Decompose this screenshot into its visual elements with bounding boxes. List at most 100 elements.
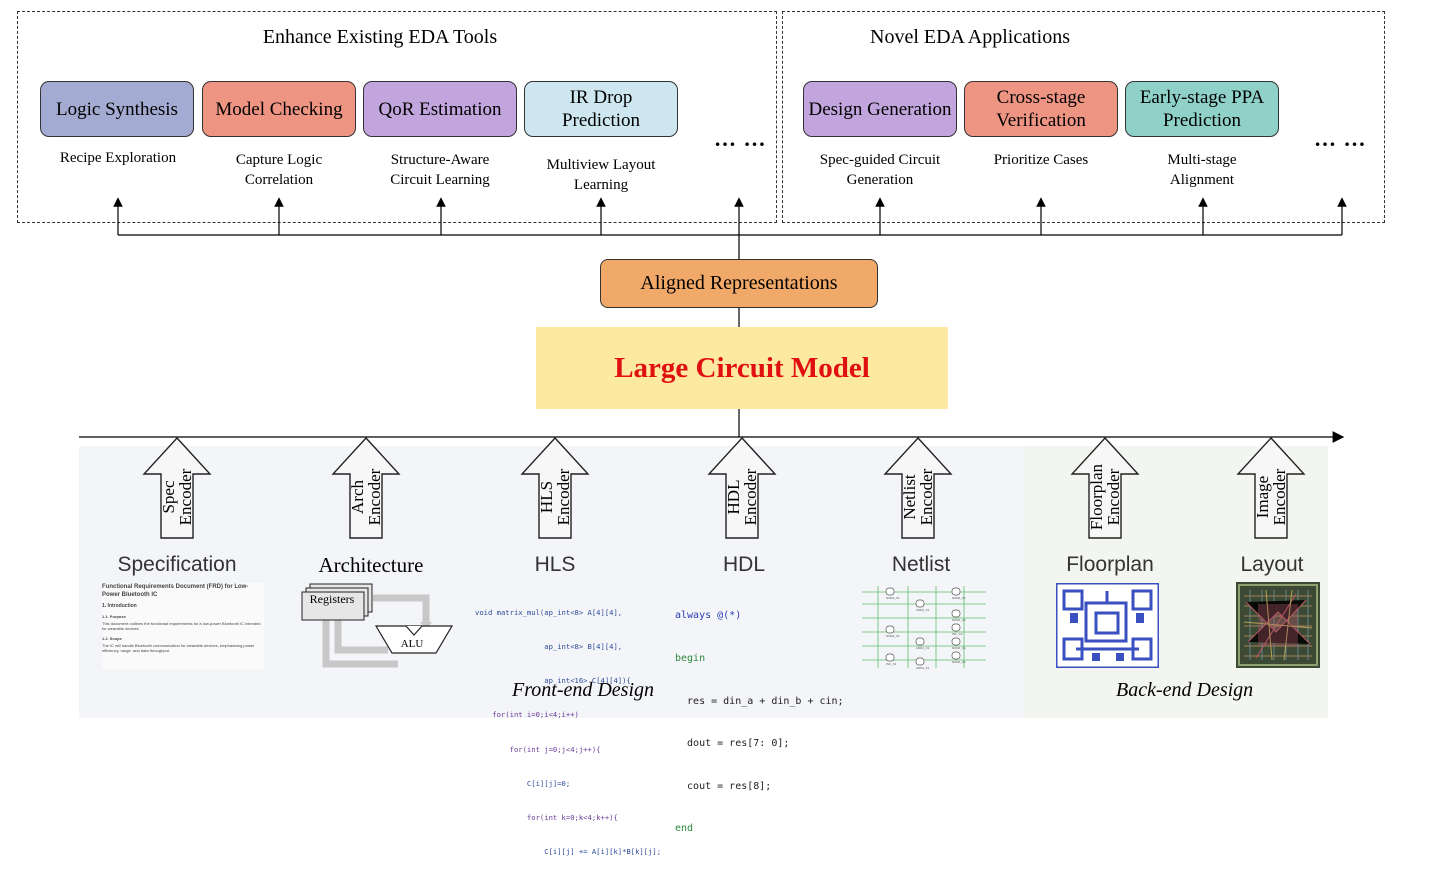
encoder-line: Encoder: [1270, 468, 1289, 526]
novel-applications-group: [782, 11, 1385, 223]
stage-label-architecture: Architecture: [318, 553, 424, 577]
desc-structure-aware: Structure-Aware Circuit Learning: [360, 150, 520, 190]
stage-label-floorplan: Floorplan: [1066, 553, 1154, 576]
spec-doc-subheading: 1.2. Scope: [102, 636, 122, 641]
enhance-ellipsis: … …: [714, 126, 767, 151]
code-line: ap_int<16> C[4][4]){: [475, 676, 631, 686]
encoder-label-image: Image Encoder: [1253, 457, 1289, 537]
spec-doc-heading: 1. Introduction: [102, 603, 137, 609]
desc-spec-guided: Spec-guided Circuit Generation: [800, 150, 960, 190]
timeline-axis: [79, 409, 1345, 443]
spec-document-thumbnail: Functional Requirements Document (FRD) f…: [102, 583, 264, 669]
netlist-cell-label: NOR2_X1: [952, 596, 966, 600]
aligned-representations: Aligned Representations: [600, 259, 878, 308]
netlist-cell-label: INV_X1: [886, 662, 897, 666]
netlist-cell-label: AND2_X1: [916, 646, 930, 650]
encoder-line: Encoder: [365, 468, 384, 526]
app-line: IR Drop: [569, 87, 633, 108]
encoder-arrow-image: [1236, 436, 1306, 539]
app-line: Cross-stage: [996, 87, 1086, 108]
netlist-cell-label: NOR2_X1: [952, 646, 966, 650]
layout-image: [1236, 582, 1320, 668]
hls-code-block: void matrix_mul(ap_int<8> A[4][4], ap_in…: [475, 584, 661, 869]
encoder-line: HLS: [537, 480, 556, 514]
code-line: C[i][j]=0;: [475, 778, 571, 788]
encoder-line: Encoder: [917, 468, 936, 526]
desc-line: Structure-Aware: [390, 152, 490, 168]
app-model-checking: Model Checking: [202, 81, 356, 137]
stage-label-hls: HLS: [534, 553, 576, 576]
desc-line: Alignment: [1169, 172, 1235, 188]
desc-line: Correlation: [244, 172, 314, 188]
spec-doc-paragraph: This document outlines the functional re…: [102, 621, 261, 631]
app-ir-drop-prediction: IR Drop Prediction: [524, 81, 678, 137]
novel-ellipsis: … …: [1314, 126, 1367, 151]
encoder-arrows: [142, 436, 1306, 539]
front-end-design-label: Front-end Design: [512, 679, 655, 701]
encoder-line: Netlist: [900, 474, 919, 520]
desc-multiview-layout: Multiview Layout Learning: [521, 155, 681, 195]
desc-line: Circuit Learning: [390, 172, 490, 188]
floorplan-image: [1056, 583, 1159, 668]
spec-doc-paragraph: The IC will handle Bluetooth communicati…: [102, 643, 255, 653]
encoder-line: Image: [1253, 475, 1272, 519]
encoder-arrow-arch: [331, 436, 401, 539]
code-line: end: [675, 823, 694, 835]
encoder-label-spec: Spec Encoder: [159, 457, 195, 537]
encoder-line: Arch: [348, 480, 367, 514]
code-line: for(int k=0;k<4;k++){: [475, 813, 618, 823]
encoder-label-arch: Arch Encoder: [348, 457, 384, 537]
encoder-arrow-floorplan: [1070, 436, 1140, 539]
encoder-arrow-hdl: [707, 436, 777, 539]
netlist-cell-label: NOR2_X1: [952, 660, 966, 664]
architecture-diagram: [301, 583, 454, 668]
large-circuit-model: Large Circuit Model: [536, 327, 948, 409]
app-line: Early-stage PPA: [1139, 87, 1265, 108]
enhance-section-title: Enhance Existing EDA Tools: [262, 26, 498, 48]
code-line: begin: [675, 653, 706, 665]
encoder-label-hls: HLS Encoder: [537, 457, 573, 537]
code-line: for(int j=0;j<4;j++){: [475, 744, 601, 754]
app-qor-estimation: QoR Estimation: [363, 81, 517, 137]
stage-label-layout: Layout: [1240, 553, 1304, 576]
netlist-cell-label: NOR2_X1: [886, 596, 900, 600]
netlist-cell-label: INV_X1: [952, 632, 963, 636]
encoder-label-hdl: HDL Encoder: [724, 457, 760, 537]
encoder-line: Spec: [159, 480, 178, 514]
app-early-stage-ppa: Early-stage PPA Prediction: [1125, 81, 1279, 137]
encoder-line: Floorplan: [1087, 463, 1106, 531]
encoder-line: Encoder: [1104, 468, 1123, 526]
arch-registers-label: Registers: [309, 592, 355, 606]
stage-label-specification: Specification: [117, 553, 237, 576]
desc-line: Prioritize Cases: [993, 152, 1089, 168]
netlist-cell-label: AND2_X1: [916, 666, 930, 670]
desc-line: Multi-stage: [1167, 152, 1237, 168]
code-line: cout = res[8];: [675, 780, 772, 792]
desc-line: Spec-guided Circuit: [819, 152, 941, 168]
desc-line: Learning: [573, 177, 629, 193]
netlist-cell-label: NOR2_X1: [886, 634, 900, 638]
encoder-label-floorplan: Floorplan Encoder: [1087, 457, 1123, 537]
code-line: C[i][j] += A[i][k]*B[k][j];: [475, 847, 662, 857]
code-line: dout = res[7: 0];: [675, 738, 790, 750]
netlist-cell-label: AND2_X1: [916, 608, 930, 612]
code-line: for(int i=0;i<4;i++): [475, 710, 579, 720]
top-connectors: [113, 197, 1347, 327]
encoder-arrow-spec: [142, 436, 212, 539]
spec-doc-title: Functional Requirements Document (FRD) f…: [102, 584, 249, 598]
encoder-arrow-hls: [520, 436, 590, 539]
app-cross-stage-verification: Cross-stage Verification: [964, 81, 1118, 137]
code-line: ap_int<8> B[4][4],: [475, 642, 623, 652]
back-end-design-label: Back-end Design: [1116, 679, 1254, 701]
novel-section-title: Novel EDA Applications: [870, 26, 1070, 48]
app-logic-synthesis: Logic Synthesis: [40, 81, 194, 137]
app-line: Verification: [996, 110, 1086, 131]
encoder-line: HDL: [724, 479, 743, 515]
desc-line: Recipe Exploration: [59, 150, 177, 166]
desc-line: Generation: [846, 172, 914, 188]
stage-label-netlist: Netlist: [891, 553, 951, 576]
netlist-schematic: NOR2_X1 NOR2_X1 AND2_X1 NOR2_X1 NOR2_X1 …: [862, 586, 986, 670]
encoder-arrow-netlist: [883, 436, 953, 539]
app-design-generation: Design Generation: [803, 81, 957, 137]
app-line: Prediction: [561, 110, 641, 131]
